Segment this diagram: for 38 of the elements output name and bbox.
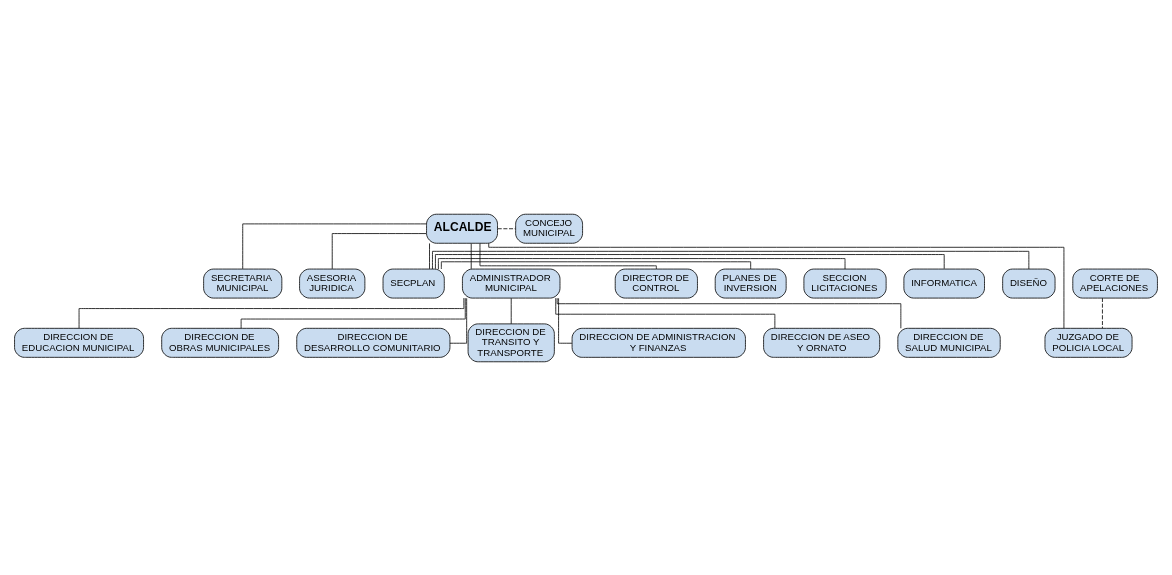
connector <box>556 297 902 329</box>
connector <box>440 260 752 269</box>
connector <box>510 297 512 324</box>
connector <box>479 242 657 269</box>
node-box: CORTE DE APELACIONES <box>1072 268 1158 298</box>
node-box: DIRECCION DE ADMINISTRACION Y FINANZAS <box>571 327 746 358</box>
connector <box>435 253 945 269</box>
node-box: CONCEJO MUNICIPAL <box>515 213 583 244</box>
node-box: SECRETARIA MUNICIPAL <box>203 268 283 298</box>
node-box: ALCALDE <box>426 213 498 244</box>
connector <box>449 297 468 344</box>
connector <box>497 227 516 229</box>
node-box: ASESORIA JURIDICA <box>299 268 366 298</box>
node-box: DIRECCION DE TRANSITO Y TRANSPORTE <box>467 322 555 362</box>
connector <box>470 242 472 269</box>
node-box: DIRECCION DE DESARROLLO COMUNITARIO <box>296 327 451 358</box>
connector <box>432 250 1030 269</box>
node-box: DIRECCION DE ASEO Y ORNATO <box>763 327 881 358</box>
node-box: DIRECTOR DE CONTROL <box>614 268 698 298</box>
node-box: DISEÑO <box>1002 268 1056 298</box>
connector <box>488 242 1065 328</box>
connector <box>429 242 430 269</box>
node-box: SECPLAN <box>382 268 445 298</box>
node-box: DIRECCION DE OBRAS MUNICIPALES <box>161 327 279 358</box>
connector <box>242 223 427 269</box>
connector <box>1102 297 1103 329</box>
node-box: PLANES DE INVERSION <box>714 268 787 298</box>
node-box: JUZGADO DE POLICIA LOCAL <box>1044 327 1133 358</box>
connector <box>438 257 846 269</box>
connector <box>555 297 776 329</box>
connector <box>78 297 465 328</box>
connector <box>240 297 466 329</box>
node-box: SECCION LICITACIONES <box>803 268 887 298</box>
node-box: ADMINISTRADOR MUNICIPAL <box>462 268 561 298</box>
node-box: INFORMATICA <box>903 268 985 298</box>
node-box: DIRECCION DE SALUD MUNICIPAL <box>897 327 1001 358</box>
connector <box>331 232 427 269</box>
node-box: DIRECCION DE EDUCACION MUNICIPAL <box>14 327 144 358</box>
